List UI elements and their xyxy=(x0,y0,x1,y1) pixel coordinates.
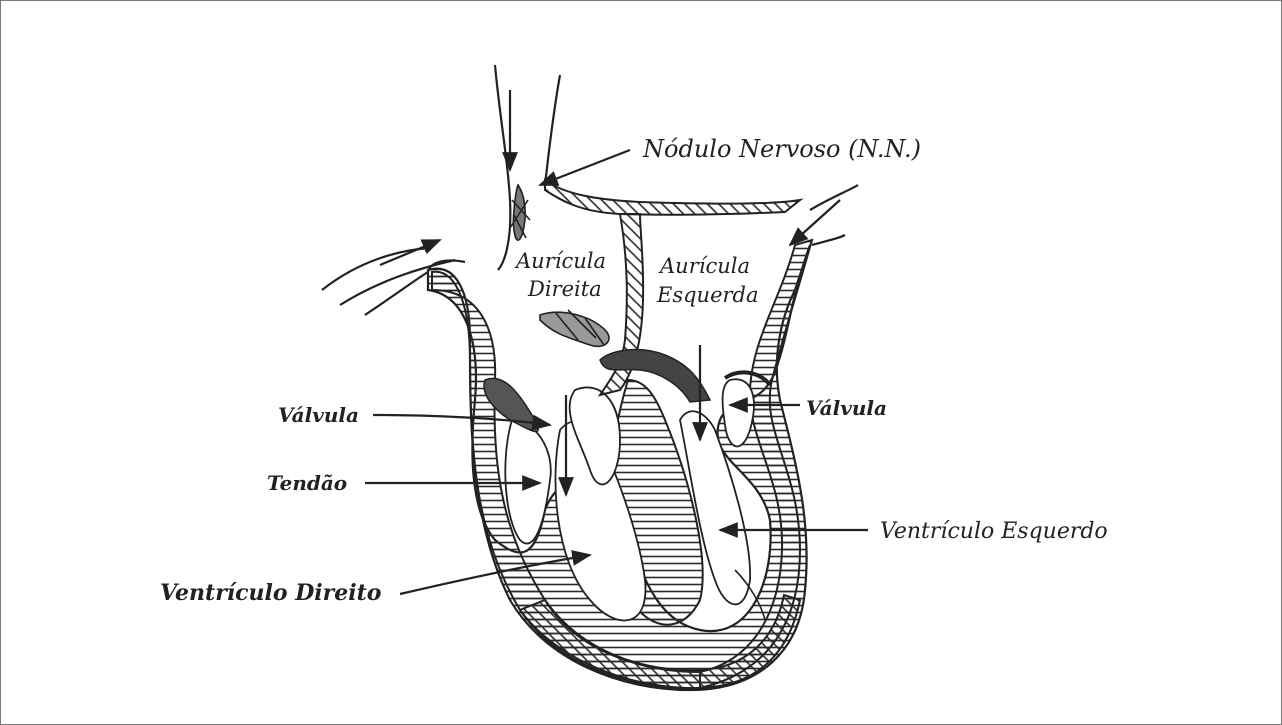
label-valvula-left: Válvula xyxy=(278,403,359,427)
label-auricula-esquerda-2: Esquerda xyxy=(656,283,759,307)
inferior-vena-cava-line-1 xyxy=(322,248,430,290)
label-auricula-esquerda-1: Aurícula xyxy=(658,254,750,278)
flow-arrow-ivc xyxy=(380,240,440,265)
atrial-roof-wall xyxy=(545,180,800,215)
label-valvula-right: Válvula xyxy=(806,396,887,420)
superior-vena-cava-line-2 xyxy=(545,75,560,185)
label-ventriculo-direito: Ventrículo Direito xyxy=(160,580,381,606)
superior-vena-cava-line-1 xyxy=(495,65,510,270)
label-auricula-direita-1: Aurícula xyxy=(514,249,606,273)
pulmonary-vein-line-2 xyxy=(812,235,845,245)
label-nodulo-nervoso: Nódulo Nervoso (N.N.) xyxy=(642,135,921,163)
label-auricula-direita-2: Direita xyxy=(527,277,602,301)
leader-nodulo-nervoso xyxy=(540,150,630,185)
label-tendao: Tendão xyxy=(267,471,347,495)
label-ventriculo-esquerdo: Ventrículo Esquerdo xyxy=(880,519,1108,544)
